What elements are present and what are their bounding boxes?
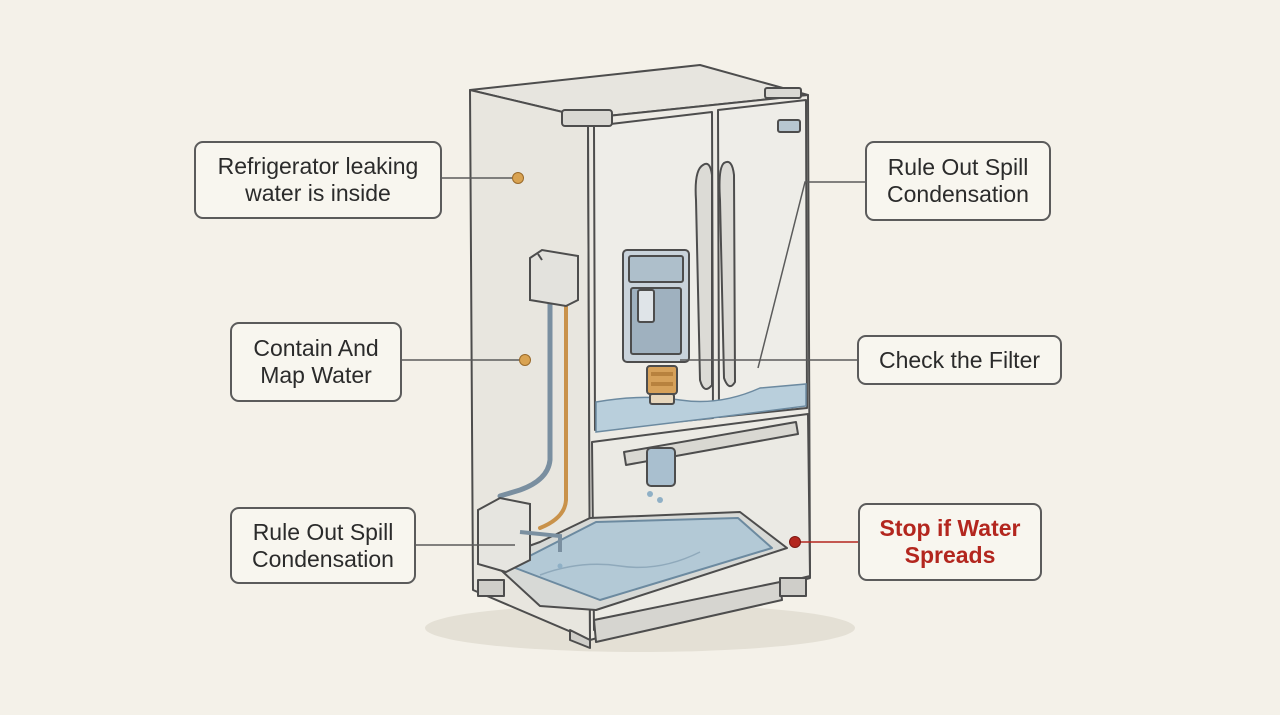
callout-line: Rule Out Spill <box>887 154 1029 180</box>
drip-tray <box>489 511 788 611</box>
marker-refrigerator <box>512 172 524 184</box>
floor-valve-unit <box>477 496 563 574</box>
top-hinge-left <box>561 109 613 127</box>
callout-line: Contain And <box>253 335 379 361</box>
control-panel <box>777 119 801 133</box>
callout-line: water is inside <box>245 180 391 206</box>
callout-line: Check the Filter <box>878 346 1041 373</box>
fridge-body <box>469 64 811 649</box>
left-door-handle <box>694 162 713 390</box>
callout-contain-map-water: Contain And Map Water <box>230 322 402 402</box>
right-door <box>717 99 808 418</box>
dispenser-lever <box>637 289 655 323</box>
callout-rule-out-spill-top: Rule Out Spill Condensation <box>865 141 1051 221</box>
supply-lines <box>497 297 568 530</box>
callout-line: Spreads <box>904 542 996 568</box>
callout-line: Condensation <box>252 545 394 572</box>
base-left-foot <box>477 579 505 597</box>
callout-check-filter: Check the Filter <box>857 335 1062 385</box>
callout-line: Refrigerator leaking <box>217 153 419 179</box>
callout-stop-water-spreads: Stop if Water Spreads <box>858 503 1042 581</box>
base-plate <box>593 581 783 643</box>
callout-refrigerator-leaking: Refrigerator leaking water is inside <box>194 141 442 219</box>
marker-contain <box>519 354 531 366</box>
leader-lines <box>402 177 865 546</box>
base-feet <box>569 629 591 649</box>
marker-stop <box>789 536 801 548</box>
right-door-handle <box>718 160 736 388</box>
callout-line: Rule Out Spill <box>252 518 394 545</box>
callout-line: Condensation <box>887 181 1029 207</box>
leader-rule-out-top <box>757 181 865 369</box>
callout-line: Stop if Water <box>879 515 1021 541</box>
water-filter <box>646 365 678 405</box>
callout-rule-out-spill-bottom: Rule Out Spill Condensation <box>230 507 416 584</box>
dispenser-screen <box>628 255 684 283</box>
compartment-water <box>595 383 807 433</box>
drip-canister <box>646 447 676 503</box>
wall-valve-box <box>529 248 579 308</box>
top-hinge-right <box>764 87 802 99</box>
callout-line: Map Water <box>260 362 372 388</box>
foot-right <box>779 577 807 597</box>
